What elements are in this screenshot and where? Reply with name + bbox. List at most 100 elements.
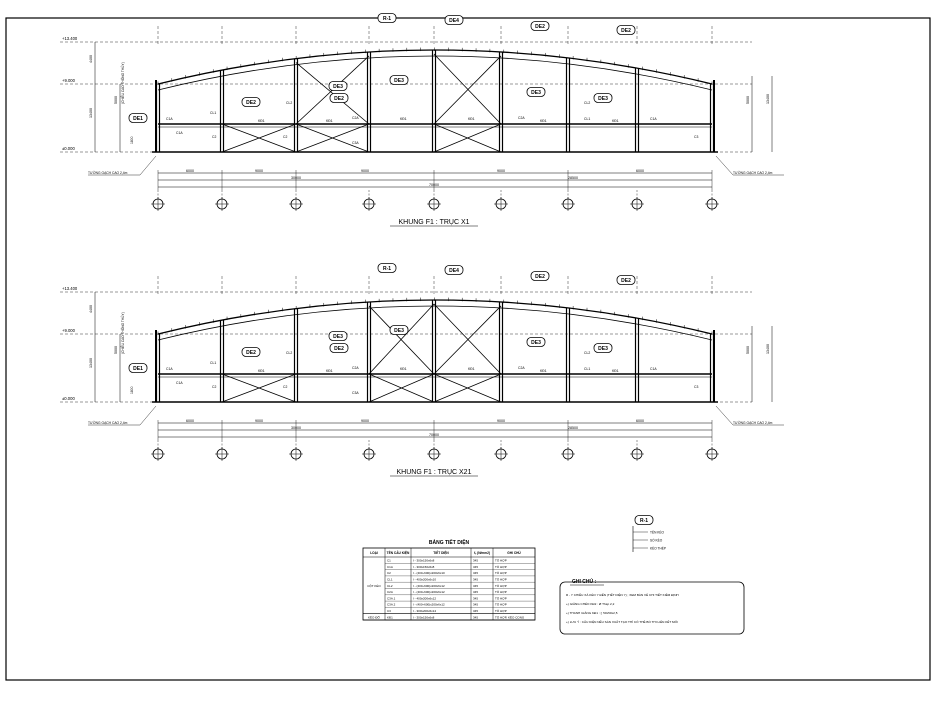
member-label: C2A <box>518 116 525 120</box>
table-cell: C3A.1 <box>387 596 396 600</box>
table-header-cell: LOẠI <box>370 551 378 555</box>
tag-de3: DE3 <box>389 325 409 335</box>
tag-box <box>444 265 464 275</box>
table-title: BẢNG TIẾT DIỆN <box>429 538 470 546</box>
table-cell: 345 <box>473 615 478 619</box>
brace-diagonal <box>368 373 435 403</box>
tag-text: DE1 <box>133 116 143 122</box>
dim-bay-value: 6000 <box>636 419 644 423</box>
table-cell: C3 <box>387 609 391 613</box>
x-bracing-left <box>221 373 297 403</box>
member-label: C1A <box>176 381 183 385</box>
brace-diagonal <box>368 305 435 375</box>
tag-de2: DE2 <box>616 25 636 35</box>
brace-diagonal <box>221 373 297 403</box>
member-label: KĐ1 <box>468 117 475 121</box>
tag-box <box>526 337 546 347</box>
axis-bubble <box>427 447 441 461</box>
axis-bubble <box>630 197 644 211</box>
frame-title: KHUNG F1 : TRỤC X1 <box>398 219 469 226</box>
level-eave-label: +9.000 <box>62 78 76 83</box>
axis-bubble <box>561 197 575 211</box>
tag-box <box>616 275 636 285</box>
axis-bubble <box>705 197 719 211</box>
wall-note-leader <box>715 155 734 176</box>
member-label: C1A <box>650 367 657 371</box>
member-label: KĐ1 <box>326 119 333 123</box>
tag-text: DE3 <box>333 84 343 90</box>
tag-de2: DE2 <box>616 275 636 285</box>
tag-text: DE2 <box>334 96 344 102</box>
table-cell: TỔ HỢP <box>495 570 507 575</box>
member-label: C3 <box>694 385 698 389</box>
member-label: C2A <box>352 366 359 370</box>
axis-bubble <box>215 197 229 211</box>
member-label: KĐ1 <box>612 119 619 123</box>
member-label: KĐ1 <box>258 119 265 123</box>
tag-box <box>526 87 546 97</box>
x-bracing-bay <box>295 55 370 153</box>
legend-line: TÊN KÈO <box>650 530 665 535</box>
table-cell: I - (400÷600)x200x6x10 <box>413 571 445 575</box>
level-marks: +13.400 +9.000 ±0.000 <box>62 286 78 401</box>
table-cell: CL1 <box>387 578 393 582</box>
dim-bay-value: 9000 <box>255 169 263 173</box>
column <box>431 50 437 152</box>
tag-r1: R-1 <box>377 13 397 23</box>
rafter-bottom-chord <box>157 305 713 341</box>
tag-text: DE3 <box>531 340 541 346</box>
tag-text: DE3 <box>598 346 608 352</box>
tag-de3: DE3 <box>593 93 613 103</box>
tag-box <box>389 75 409 85</box>
axis-bubble <box>289 197 303 211</box>
x-bracing-bay <box>368 303 435 403</box>
tag-box <box>329 343 349 353</box>
member-label: C1A <box>166 367 173 371</box>
level-floor-label: ±0.000 <box>62 396 75 401</box>
dim-bay-value: 9000 <box>361 419 369 423</box>
member-label: CL2 <box>286 101 292 105</box>
table-cell: TỔ HỢP <box>495 583 507 588</box>
level-top-label: +13.400 <box>62 286 78 291</box>
tag-text: DE2 <box>246 100 256 106</box>
table-cell: I - 400x200x6x10 <box>413 578 436 582</box>
tag-box <box>328 81 348 91</box>
table-cell: C2A <box>387 590 393 594</box>
column <box>293 308 299 402</box>
table-cell: C2 <box>387 571 391 575</box>
tag-text: DE3 <box>531 90 541 96</box>
table-cell: 345 <box>473 609 478 613</box>
member-label: CL2 <box>286 351 292 355</box>
member-label: C3A <box>352 141 359 145</box>
dim-bay-value: 6000 <box>186 169 194 173</box>
member-label: C1A <box>650 117 657 121</box>
tag-box <box>241 97 261 107</box>
tag-text: R-1 <box>640 518 648 524</box>
table-cell: I - 300x150x6x8 <box>413 615 435 619</box>
dim-subtotal-right: 28500 <box>568 176 578 180</box>
tag-text: DE2 <box>535 24 545 30</box>
level-eave-label: +9.000 <box>62 328 76 333</box>
level-floor-label: ±0.000 <box>62 146 75 151</box>
member-label: CL1 <box>584 117 590 121</box>
dim-height-c: 1800 <box>130 136 134 144</box>
clear-height-note: (CHIỀU CAO THÔNG THỦY) <box>120 312 125 354</box>
member-label: KĐ1 <box>400 367 407 371</box>
tag-de1: DE1 <box>128 113 148 123</box>
table-cell: 345 <box>473 596 478 600</box>
axis-bubble <box>289 447 303 461</box>
axis-bubble <box>151 197 165 211</box>
brace-diagonal <box>295 62 370 125</box>
tag-de4: DE4 <box>444 15 464 25</box>
table-cell: I - (400÷600)x200x6x12 <box>413 584 445 588</box>
brace-diagonal <box>433 123 502 153</box>
axis-bubble <box>151 447 165 461</box>
table-cell: I - (400÷600)x200x6x12 <box>413 603 445 607</box>
table-cell: TỔ HỢP <box>495 589 507 594</box>
dim-subtotal-right: 28500 <box>568 426 578 430</box>
axis-bubble <box>427 197 441 211</box>
tag-text: DE3 <box>333 334 343 340</box>
table-cell: CL2 <box>387 584 393 588</box>
table-header-cell: fᵧ (N/mm2) <box>474 551 490 555</box>
